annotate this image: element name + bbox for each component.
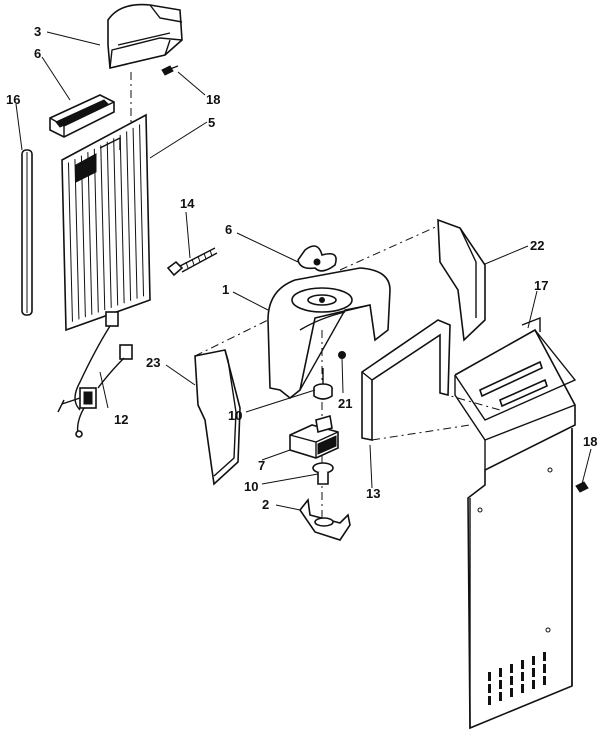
label-part-6-block: 6: [34, 46, 41, 61]
label-part-18-top: 18: [206, 92, 220, 107]
part-10-bushing-upper: [313, 368, 333, 400]
part-18-screw-top: [161, 65, 179, 76]
label-part-13: 13: [366, 486, 380, 501]
part-21-screw: [338, 351, 346, 359]
label-part-6-fan: 6: [225, 222, 232, 237]
label-part-14: 14: [180, 196, 195, 211]
part-6-fan-blade: [297, 245, 337, 272]
label-part-17: 17: [534, 278, 548, 293]
label-part-16: 16: [6, 92, 20, 107]
label-part-12: 12: [114, 412, 128, 427]
part-3-top-duct: [107, 3, 183, 69]
label-part-10-lower: 10: [244, 479, 258, 494]
label-part-10-upper: 10: [228, 408, 242, 423]
part-22-side-panel: [437, 218, 486, 342]
label-part-3: 3: [34, 24, 41, 39]
label-part-1: 1: [222, 282, 229, 297]
part-labels: 3 6 18 5 16 14 6 1 23 12 10 21 7 10 2 13…: [6, 24, 597, 512]
part-2-bracket: [299, 498, 351, 541]
part-23-side-panel: [194, 349, 241, 486]
part-18-screw-right: [575, 481, 589, 493]
part-6-block: [49, 94, 115, 138]
part-13-u-bracket: [361, 319, 451, 441]
part-17-back-panel: [454, 316, 577, 730]
part-7-motor: [289, 414, 339, 459]
part-12-harness: [57, 311, 133, 438]
label-part-7: 7: [258, 458, 265, 473]
part-16-rod: [21, 149, 33, 316]
label-part-22: 22: [530, 238, 544, 253]
leader-lines: [15, 31, 592, 511]
part-10-bushing-lower: [312, 462, 334, 485]
label-part-21: 21: [338, 396, 352, 411]
part-5-panel: [61, 113, 151, 332]
part-1-fan-housing: [267, 267, 391, 400]
label-part-23: 23: [146, 355, 160, 370]
label-part-2: 2: [262, 497, 269, 512]
part-14-screw: [166, 247, 218, 277]
label-part-5: 5: [208, 115, 215, 130]
label-part-18-right: 18: [583, 434, 597, 449]
